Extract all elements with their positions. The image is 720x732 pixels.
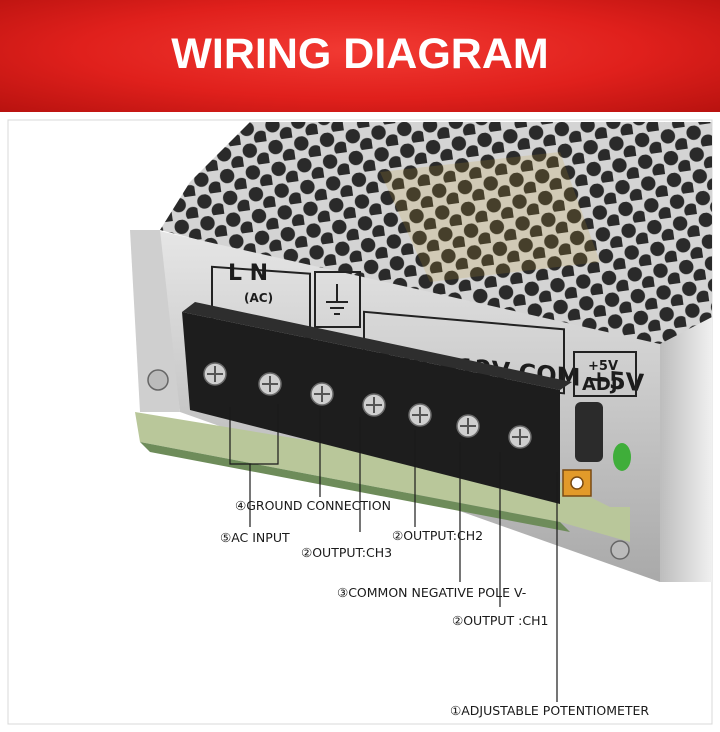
adj-label-bottom: ADJ [582, 374, 618, 395]
ac-terminal-letters: L N [228, 261, 268, 286]
mounting-screw [147, 369, 169, 391]
power-supply-photo: L N (AC) -12V +12V COM +5V +5V ADJ [0, 112, 720, 732]
label-output-ch3: ②OUTPUT:CH3 [301, 545, 393, 560]
label-common-negative: ③COMMON NEGATIVE POLE V- [337, 585, 527, 600]
callout-lines [229, 404, 558, 702]
banner-title: WIRING DIAGRAM [171, 30, 549, 78]
perforated-cover [160, 122, 712, 357]
header-banner: WIRING DIAGRAM [0, 0, 720, 112]
chassis-screw [610, 540, 630, 560]
led-indicator [613, 443, 631, 471]
ac-terminal-sub: (AC) [244, 291, 273, 305]
ground-symbol-icon [326, 284, 348, 315]
capacitor [575, 402, 603, 462]
adj-label-top: +5V [588, 359, 618, 374]
label-output-ch1: ②OUTPUT :CH1 [452, 613, 549, 628]
label-ac-input: ⑤AC INPUT [220, 530, 290, 545]
label-ground-connection: ④GROUND CONNECTION [235, 498, 391, 513]
label-output-ch2: ②OUTPUT:CH2 [392, 528, 484, 543]
label-adjustable-potentiometer: ①ADJUSTABLE POTENTIOMETER [450, 703, 650, 718]
